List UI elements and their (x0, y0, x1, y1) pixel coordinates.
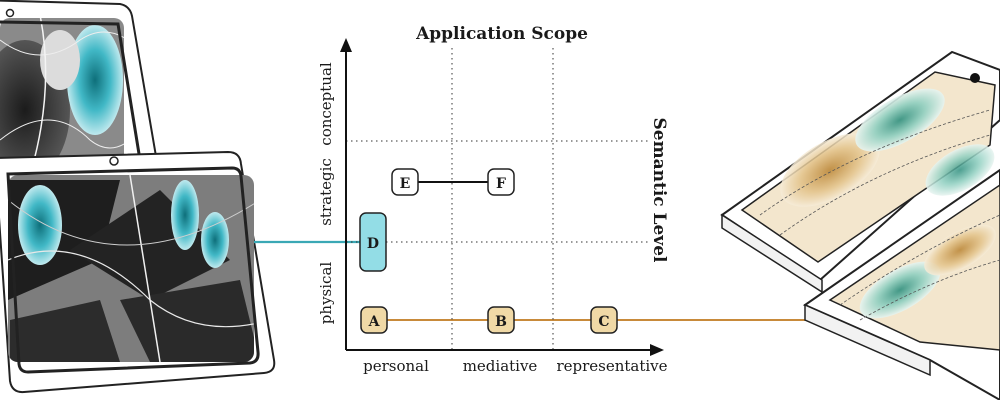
y-label-strategic: strategic (317, 158, 335, 226)
node-c-label: C (598, 314, 609, 330)
axes (340, 38, 664, 356)
node-d-label: D (367, 236, 379, 252)
x-label-representative: representative (556, 357, 667, 375)
node-b: B (487, 306, 515, 334)
node-c: C (590, 306, 618, 334)
left-tablets-illustration (0, 0, 276, 394)
node-f: F (487, 168, 515, 196)
x-label-mediative: mediative (463, 357, 538, 375)
back-tablet (0, 0, 160, 177)
grid-lines (346, 48, 650, 350)
y-label-physical: physical (317, 262, 335, 325)
node-d: D (359, 212, 387, 272)
node-f-label: F (496, 176, 506, 192)
diagram-title: Application Scope (415, 24, 588, 44)
x-label-personal: personal (363, 357, 429, 375)
right-tablets-illustration (720, 50, 1000, 400)
right-top-tablet (720, 50, 1000, 294)
front-tablet (0, 150, 276, 394)
node-e: E (391, 168, 419, 196)
y-axis-arrow (340, 38, 352, 52)
node-b-label: B (495, 314, 507, 330)
node-a-label: A (368, 314, 381, 330)
y-label-conceptual: conceptual (317, 62, 335, 146)
scope-diagram: Application Scope personal mediative rep… (317, 24, 669, 375)
semantic-level-label: Semantic Level (649, 118, 669, 263)
right-bottom-tablet (802, 168, 1000, 400)
node-e-label: E (400, 176, 411, 192)
node-a: A (360, 306, 388, 334)
x-axis-arrow (650, 344, 664, 356)
